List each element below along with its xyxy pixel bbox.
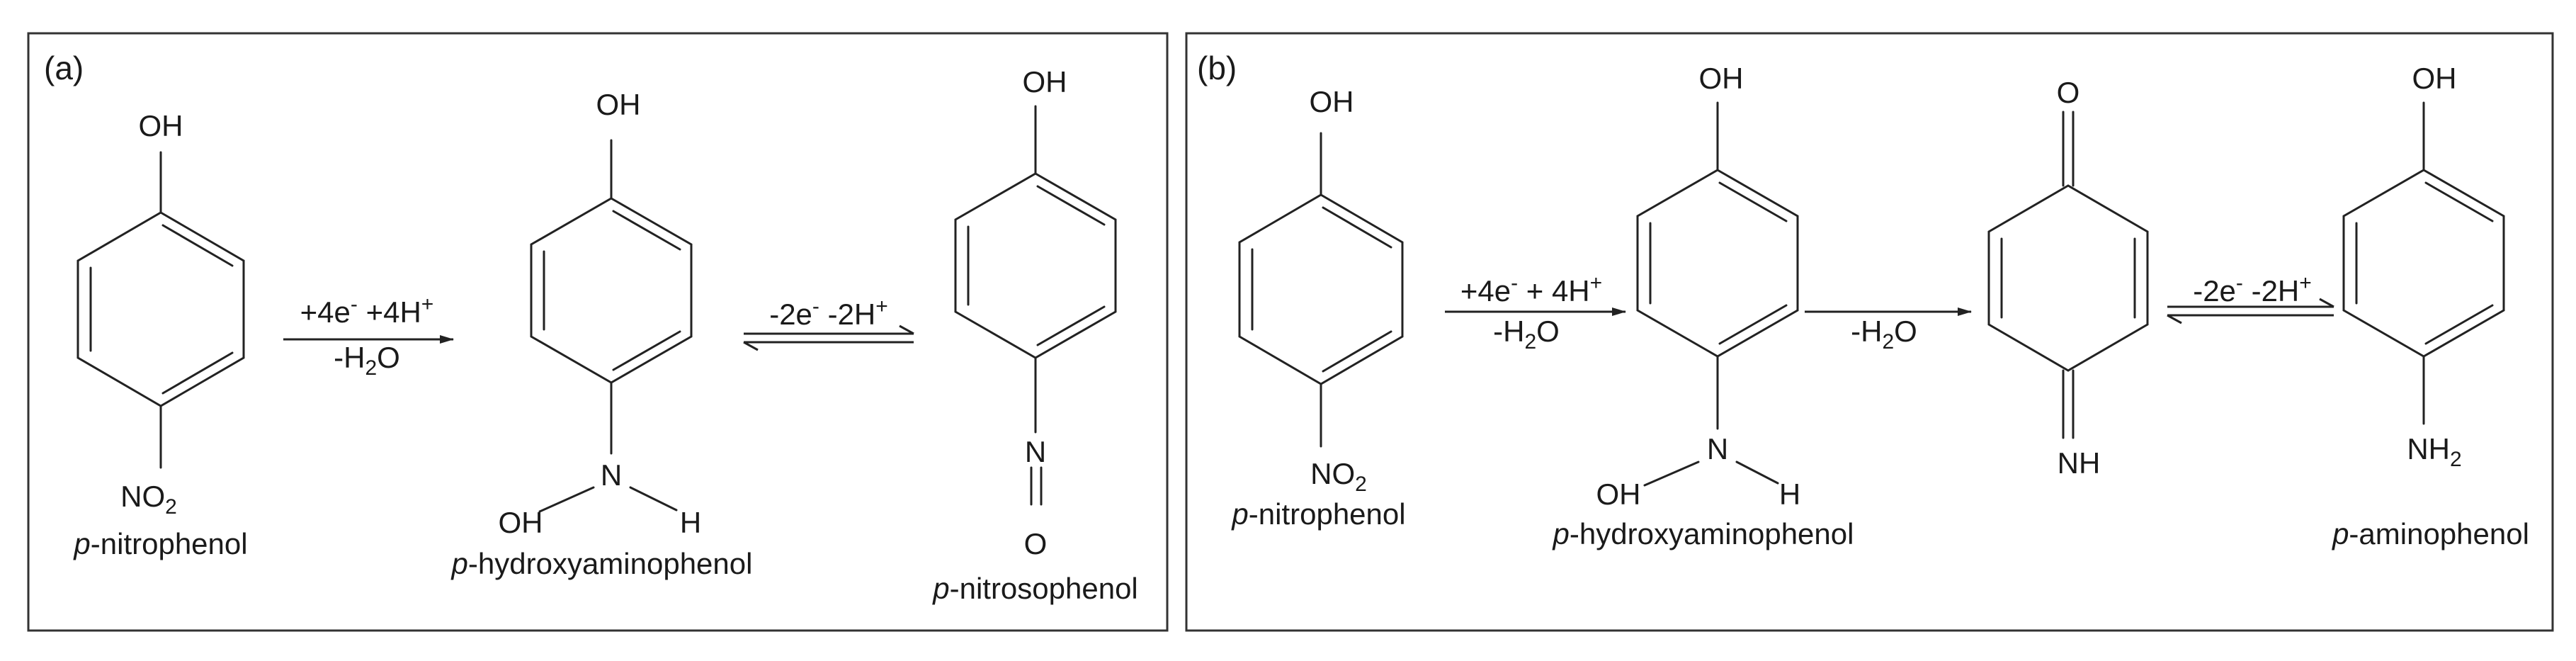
hydroxyl-label: OH [596,88,641,121]
benzene-ring [2342,169,2505,358]
n-hydrogen-label: H [1779,478,1800,511]
molecule-b-aminophenol: OH NH2 p-aminophenol [2331,62,2529,550]
molecule-a-hydroxyaminophenol: OH N OH H p-hydroxyaminophenol [450,88,753,580]
benzene-ring [1238,193,1404,385]
n-hydrogen-label: H [680,506,701,539]
hydroxyl-label: OH [1023,65,1067,98]
byproduct-label: -H2O [1493,315,1560,354]
step-b-dehydration: -H2O [1805,307,1972,354]
amino-label: NH2 [2407,432,2461,471]
nitrogen-label: N [1707,432,1728,465]
molecule-name: p-hydroxyaminophenol [450,547,753,580]
molecule-name: p-hydroxyaminophenol [1552,517,1854,550]
molecule-b-quinoneimine: O NH [1987,76,2149,480]
benzene-ring [530,197,693,384]
molecule-b-nitrophenol: OH NO2 p-nitrophenol [1230,85,1405,531]
molecule-name: p-nitrophenol [72,527,247,560]
nitrogen-label: N [1025,435,1046,468]
nitro-label: NO2 [120,480,177,519]
carbonyl-oxygen-label: O [2057,76,2080,109]
oxygen-label: O [1024,527,1048,560]
reagent-label: +4e- + 4H+ [1460,271,1602,307]
benzene-ring [1636,169,1799,358]
molecule-a-nitrophenol: OH NO2 p-nitrophenol [72,109,247,560]
reagent-label: +4e- +4H+ [300,293,434,329]
panel-a-label: (a) [44,50,84,86]
molecule-b-hydroxyaminophenol: OH N OH H p-hydroxyaminophenol [1552,62,1854,550]
molecule-name: p-nitrosophenol [931,572,1138,605]
step-b-reduction: +4e- + 4H+ -H2O [1445,271,1626,354]
reagent-label: -2e- -2H+ [769,295,888,331]
hydroxyl-label: OH [1699,62,1744,95]
molecule-name: p-aminophenol [2331,517,2529,550]
hydroxyl-label: OH [1310,85,1354,118]
benzene-ring [76,211,245,407]
molecule-name: p-nitrophenol [1230,497,1405,531]
panel-b-label: (b) [1197,50,1237,86]
quinoid-ring [1987,184,2149,372]
byproduct-label: -H2O [1851,315,1917,354]
step-a-equilibrium: -2e- -2H+ [743,295,914,351]
benzene-ring [954,172,1117,359]
step-b-equilibrium: -2e- -2H+ [2167,271,2334,324]
hydroxyl-label: OH [139,109,183,142]
n-hydroxyl-label: OH [499,506,543,539]
panel-b-frame [1185,32,2554,632]
byproduct-label: -H2O [334,341,400,380]
reagent-label: -2e- -2H+ [2193,271,2312,307]
panel-a-frame [27,32,1169,632]
nitrogen-label: N [601,458,622,492]
step-a-reduction: +4e- +4H+ -H2O [283,293,454,380]
nitro-label: NO2 [1310,457,1367,496]
hydroxyl-label: OH [2412,62,2457,95]
imine-label: NH [2058,446,2101,480]
n-hydroxyl-label: OH [1596,478,1641,511]
molecule-a-nitrosophenol: OH N O p-nitrosophenol [931,65,1138,605]
